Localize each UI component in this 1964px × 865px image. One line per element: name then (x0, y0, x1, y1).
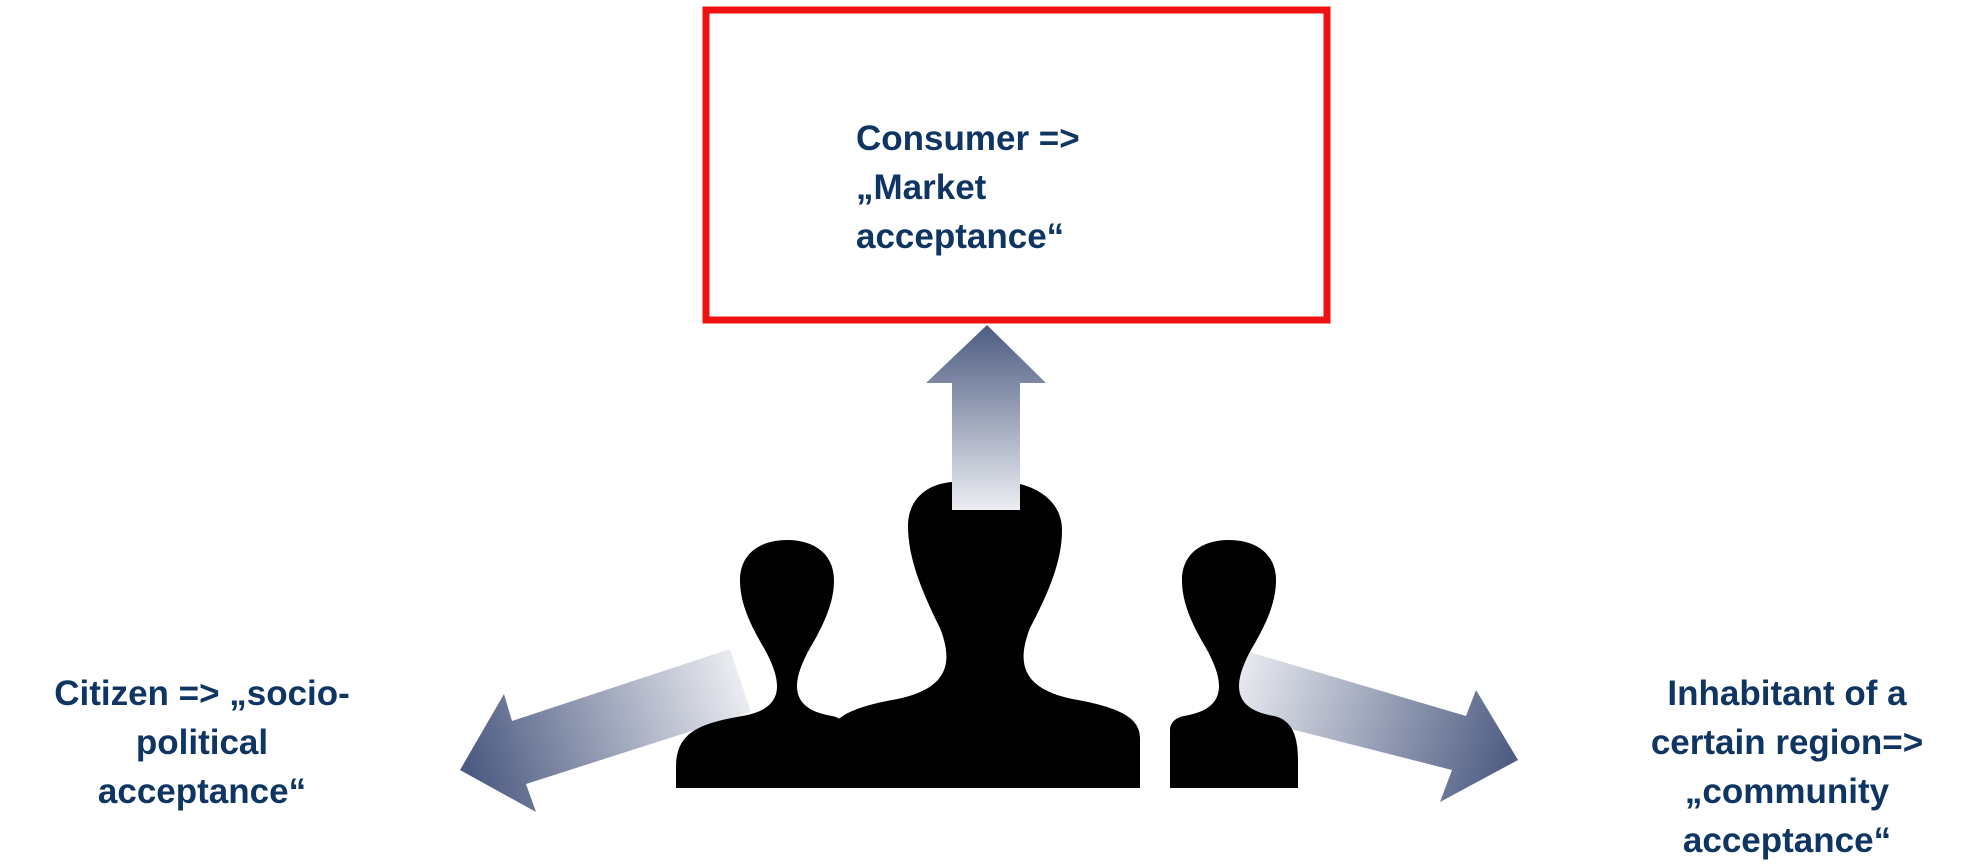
arrow-right-down-icon (1224, 649, 1518, 802)
consumer-label-line-1: Consumer => (856, 119, 1080, 158)
consumer-label-line-3: acceptance“ (856, 217, 1065, 256)
citizen-label-line-2: political (135, 723, 269, 762)
inhabitant-label: Inhabitant of a certain region=> „commun… (1614, 669, 1960, 865)
arrow-up-icon (926, 325, 1046, 510)
citizen-label-line-3: acceptance“ (97, 772, 307, 811)
consumer-label: Consumer => „Market acceptance“ (856, 114, 1080, 261)
inhabitant-label-line-1: Inhabitant of a (1667, 674, 1907, 713)
arrow-left-down-icon (460, 649, 751, 812)
consumer-label-line-2: „Market (856, 168, 987, 207)
citizen-label-line-1: Citizen => „socio- (54, 674, 350, 713)
consumer-box (702, 6, 1331, 324)
inhabitant-label-line-3: „community (1684, 772, 1890, 811)
person-right-silhouette (1170, 540, 1298, 788)
inhabitant-label-line-2: certain region=> (1650, 723, 1924, 762)
citizen-label: Citizen => „socio- political acceptance“ (4, 669, 400, 816)
person-center-silhouette (830, 482, 1140, 788)
people-group-icon (676, 482, 1298, 788)
inhabitant-label-line-4: acceptance“ (1682, 821, 1892, 860)
person-left-silhouette (676, 540, 846, 788)
